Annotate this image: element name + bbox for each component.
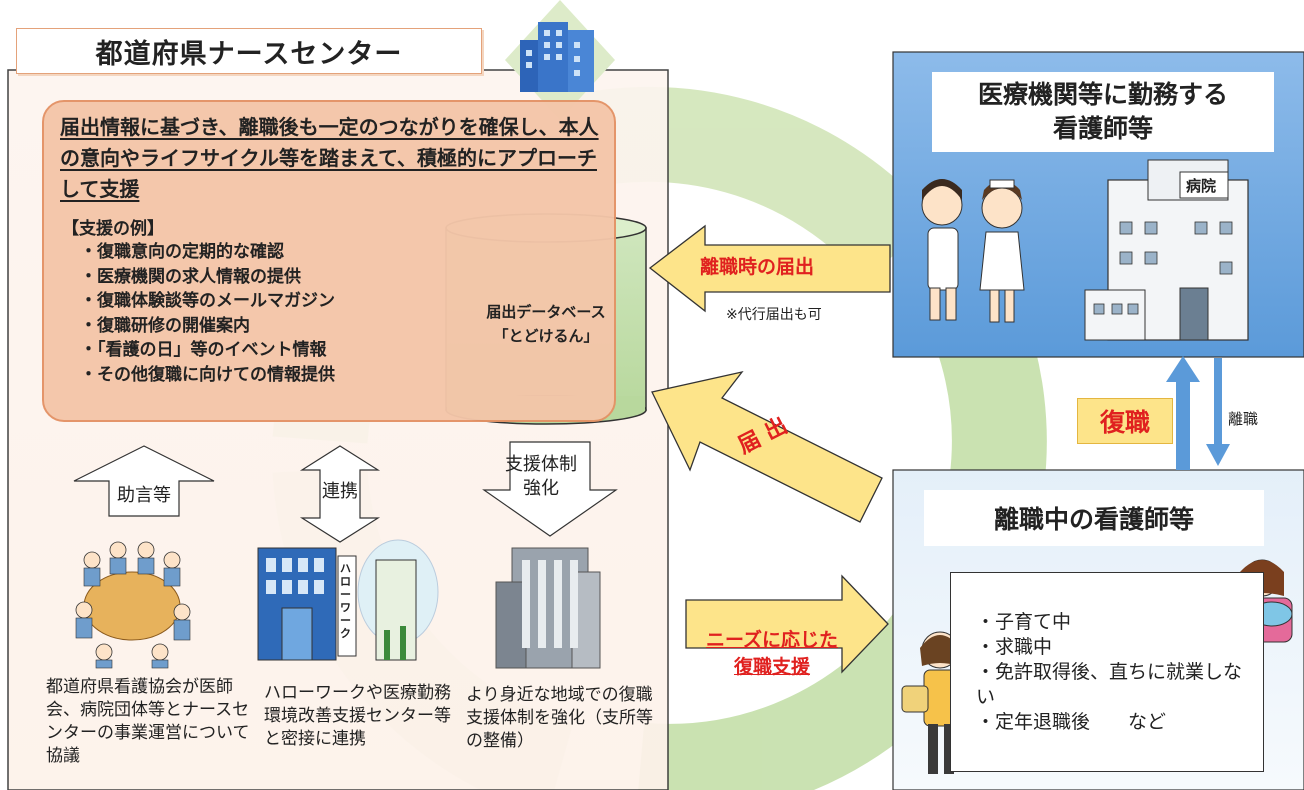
hospital-sign: 病院 [1186, 177, 1217, 195]
advice-label: 助言等 [117, 485, 171, 506]
support-strengthen-line2: 強化 [523, 478, 559, 499]
leaving-arrow [1206, 358, 1230, 466]
support-examples-list: 復職意向の定期的な確認 医療機関の求人情報の提供 復職体験談等のメールマガジン … [80, 240, 335, 387]
support-example-item: 復職意向の定期的な確認 [80, 240, 335, 265]
office-building-icon [505, 0, 615, 120]
regional-office-icon [495, 547, 601, 669]
cooperation-label: 連携 [322, 481, 358, 502]
needs-support-arrow [685, 574, 889, 674]
database-label: 届出データベース 「とどけるん」 [452, 300, 640, 348]
leaving-label: 離職 [1228, 410, 1259, 428]
hellowork-caption: ハローワークや医療勤務環境改善支援センター等と密接に連携 [264, 683, 451, 749]
database-label-line1: 届出データベース [486, 303, 606, 321]
meeting-people-illustration [75, 541, 191, 669]
support-down-arrow [482, 441, 618, 537]
working-nurses-title-line1: 医療機関等に勤務する [977, 80, 1228, 109]
support-heading: 届出情報に基づき、離職後も一定のつながりを確保し、本人の意向やライフサイクル等を… [60, 115, 599, 201]
hospital-building-icon [1084, 159, 1249, 341]
support-example-item: 「看護の日」等のイベント情報 [80, 338, 335, 363]
on-leave-item: 求職中 [976, 635, 1256, 660]
needs-support-label-line1: ニーズに応じた [705, 629, 839, 651]
notify-arrow [651, 370, 883, 523]
regional-caption: より身近な地域での復職支援体制を強化（支所等の整備） [466, 685, 653, 751]
needs-support-label: ニーズに応じた 復職支援 [697, 627, 847, 681]
nurses-illustration [921, 179, 1025, 323]
advice-up-arrow [73, 445, 215, 517]
on-leave-item: 定年退職後 など [976, 710, 1256, 735]
cooperation-double-arrow [299, 445, 381, 543]
association-caption: 都道府県看護協会が医師会、病院団体等とナースセンターの事業運営について協議 [46, 677, 250, 766]
needs-support-label-line2: 復職支援 [733, 656, 810, 678]
support-strengthen-line1: 支援体制 [505, 454, 577, 475]
working-nurses-title-line2: 看護師等 [1052, 114, 1153, 143]
support-example-item: 復職体験談等のメールマガジン [80, 289, 335, 314]
nurses-on-leave-list: 子育て中 求職中 免許取得後、直ちに就業しない 定年退職後 など [976, 610, 1256, 735]
database-label-line2: 「とどけるん」 [493, 327, 599, 345]
return-arrow [1166, 356, 1200, 470]
support-strengthen-label: 支援体制 強化 [486, 453, 596, 501]
leave-notice-arrow [648, 224, 891, 313]
hellowork-building-icon [257, 539, 439, 661]
support-examples-title: 【支援の例】 [62, 219, 164, 239]
on-leave-item: 子育て中 [976, 610, 1256, 635]
on-leave-item: 免許取得後、直ちに就業しない [976, 660, 1256, 710]
working-nurses-title: 医療機関等に勤務する 看護師等 [932, 72, 1274, 152]
return-to-work-label: 復職 [1077, 398, 1173, 444]
support-example-item: その他復職に向けての情報提供 [80, 363, 335, 388]
leave-notice-label: 離職時の届出 [700, 256, 815, 278]
hellowork-sign: ハローワーク [340, 562, 351, 640]
support-example-item: 復職研修の開催案内 [80, 314, 335, 339]
nurses-on-leave-title: 離職中の看護師等 [924, 490, 1264, 546]
support-example-item: 医療機関の求人情報の提供 [80, 265, 335, 290]
nurse-center-title: 都道府県ナースセンター [16, 28, 482, 74]
proxy-notice-note: ※代行届出も可 [726, 307, 822, 323]
